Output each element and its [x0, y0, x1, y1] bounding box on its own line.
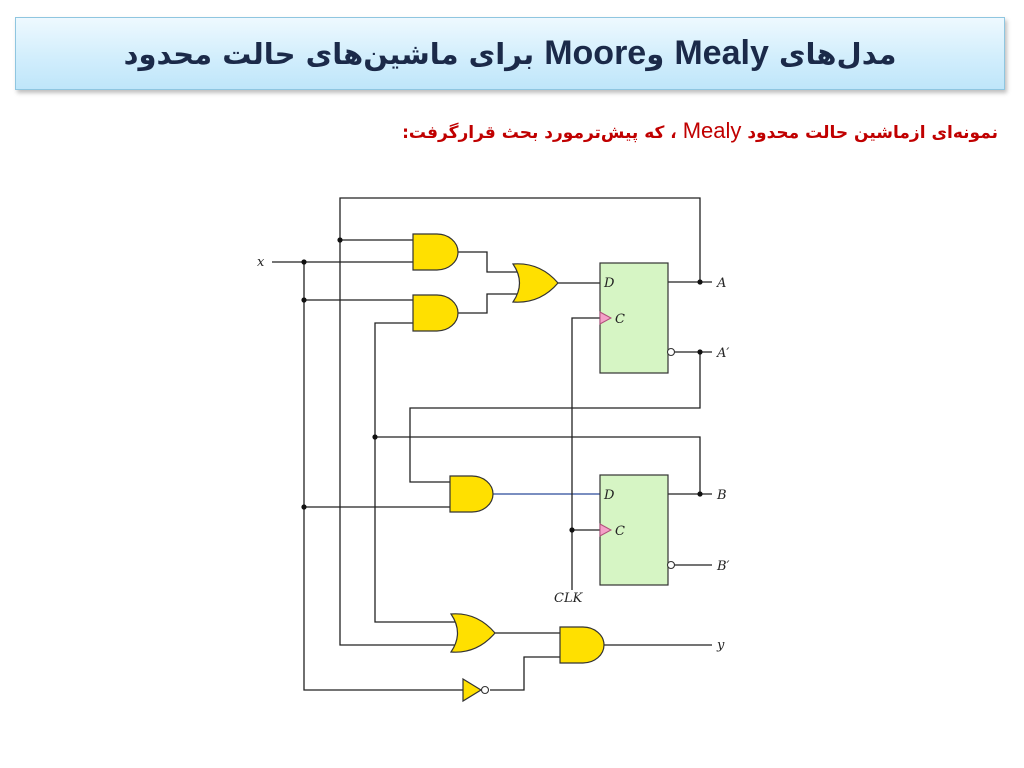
inverted-output-a [666, 347, 676, 357]
and-gate-2 [412, 294, 459, 332]
wire-x-bus [272, 261, 463, 691]
wire-clk [571, 317, 600, 590]
or-gate-y [449, 613, 496, 653]
or-gate-a [511, 263, 559, 303]
wire-a-feedback-top [339, 197, 701, 646]
and-gate-b [449, 475, 494, 513]
title-part1: مدل‌های [778, 37, 897, 71]
clock-marker-a [599, 311, 613, 325]
input-x-label: x [257, 255, 265, 270]
subtitle-mealy: Mealy [682, 118, 742, 143]
inverted-output-b [666, 560, 676, 570]
junction-dot [569, 527, 575, 533]
ff-b-d-label: D [603, 488, 615, 503]
wires [272, 197, 712, 691]
output-bprime-label: B′ [716, 559, 730, 574]
ff-a-d-label: D [603, 276, 615, 291]
output-aprime-label: A′ [716, 346, 729, 361]
clock-marker-b [599, 523, 613, 537]
page-title: مدل‌های Mealy وMoore برای ماشین‌های حالت… [124, 34, 897, 73]
title-banner: مدل‌های Mealy وMoore برای ماشین‌های حالت… [15, 17, 1005, 90]
output-y-label: y [716, 638, 725, 653]
ff-a-c-label: C [615, 312, 625, 327]
output-a-label: A [716, 276, 726, 291]
wire-and1-to-or [458, 251, 518, 273]
not-gate-bubble [480, 685, 490, 695]
junction-dot [301, 297, 307, 303]
and-gate-y [559, 626, 605, 664]
title-part2: برای ماشین‌های حالت محدود [123, 37, 535, 71]
not-gate [462, 677, 483, 703]
junction-dot [697, 349, 703, 355]
wire-and2-to-or [458, 293, 518, 314]
junction-dot [337, 237, 343, 243]
title-conj: و [646, 37, 665, 71]
junction-dot [301, 259, 307, 265]
clk-label: CLK [554, 591, 584, 606]
junctions [301, 237, 703, 533]
output-b-label: B [716, 488, 727, 503]
junction-dot [697, 279, 703, 285]
subtitle: نمونه‌ای ازماشین حالت محدود Mealy ، که پ… [402, 118, 998, 144]
ff-b-c-label: C [615, 524, 625, 539]
junction-dot [301, 504, 307, 510]
title-mealy: Mealy [674, 34, 769, 72]
wire-b-to-and2 [374, 322, 413, 437]
wire-aprime-to-andb [409, 352, 701, 483]
junction-dot [372, 434, 378, 440]
subtitle-part2: ، که پیش‌ترمورد بحث قرارگرفت: [402, 123, 677, 143]
subtitle-part1: نمونه‌ای ازماشین حالت محدود [747, 123, 998, 143]
junction-dot [697, 491, 703, 497]
title-moore: Moore [544, 34, 647, 72]
wire-not-to-and3 [490, 656, 560, 691]
and-gate-1 [412, 233, 459, 271]
